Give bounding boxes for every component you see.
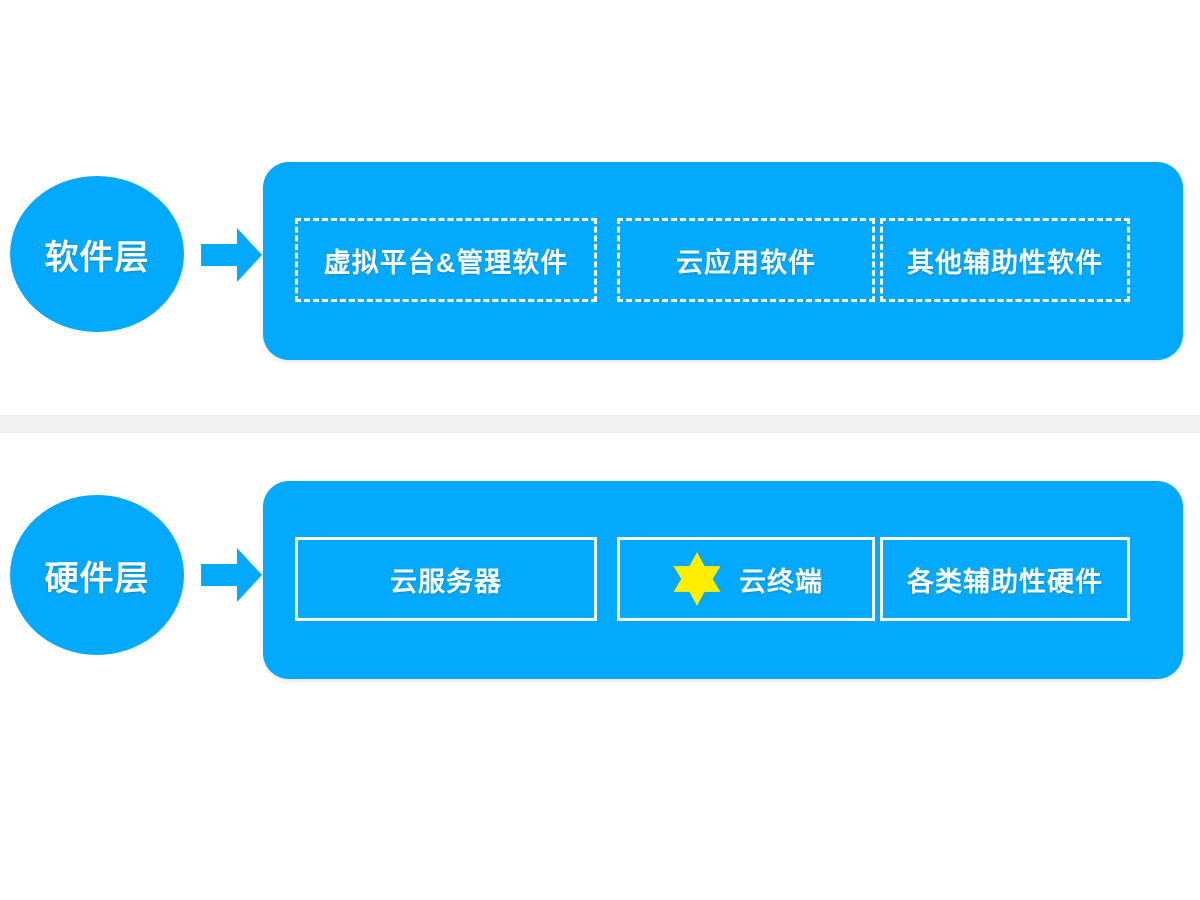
layer-row-hardware: 硬件层 云服务器 云终端 各类辅助性硬件 <box>0 433 1200 753</box>
section-divider-band <box>0 415 1200 433</box>
layer-row-software: 软件层 虚拟平台&管理软件 云应用软件 其他辅助性软件 <box>0 0 1200 410</box>
panel-item-software-0[interactable]: 虚拟平台&管理软件 <box>295 218 597 302</box>
panel-item-software-1[interactable]: 云应用软件 <box>617 218 875 302</box>
panel-item-hardware-2[interactable]: 各类辅助性硬件 <box>880 537 1130 621</box>
layer-circle-hardware-label: 硬件层 <box>44 559 150 598</box>
layer-panel-hardware[interactable]: 云服务器 云终端 各类辅助性硬件 <box>263 481 1183 679</box>
panel-item-hardware-0[interactable]: 云服务器 <box>295 537 597 621</box>
panel-items-software: 虚拟平台&管理软件 云应用软件 其他辅助性软件 <box>263 162 1183 360</box>
six-pointed-star-icon <box>673 552 721 606</box>
arrow-right-icon-hardware <box>201 548 262 602</box>
panel-item-hardware-1[interactable]: 云终端 <box>617 537 875 621</box>
panel-item-hardware-2-label: 各类辅助性硬件 <box>907 566 1103 597</box>
layer-circle-software[interactable]: 软件层 <box>10 176 184 332</box>
layer-circle-software-label: 软件层 <box>44 238 150 277</box>
panel-items-hardware: 云服务器 云终端 各类辅助性硬件 <box>263 481 1183 679</box>
panel-item-hardware-0-label: 云服务器 <box>390 566 502 597</box>
layer-circle-hardware[interactable]: 硬件层 <box>10 495 184 655</box>
panel-item-hardware-1-label: 云终端 <box>739 566 823 597</box>
panel-item-software-2[interactable]: 其他辅助性软件 <box>880 218 1130 302</box>
panel-item-software-1-label: 云应用软件 <box>676 247 816 278</box>
layer-panel-software[interactable]: 虚拟平台&管理软件 云应用软件 其他辅助性软件 <box>263 162 1183 360</box>
panel-item-software-0-label: 虚拟平台&管理软件 <box>323 247 569 278</box>
panel-item-software-2-label: 其他辅助性软件 <box>907 247 1103 278</box>
arrow-right-icon-software <box>201 228 262 282</box>
